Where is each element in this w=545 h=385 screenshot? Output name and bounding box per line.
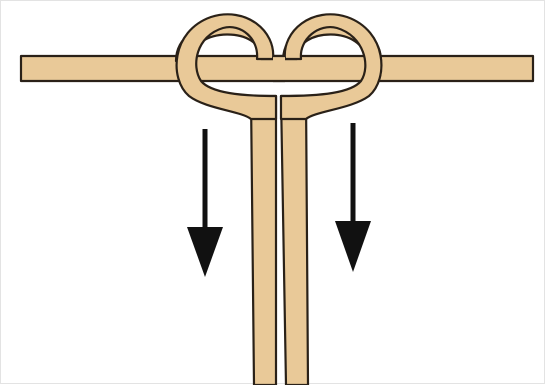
right-pull-arrow bbox=[335, 123, 371, 272]
dowel-front-overlap bbox=[273, 56, 285, 81]
left-pull-arrow bbox=[187, 129, 223, 277]
hanging-cords bbox=[251, 96, 308, 385]
